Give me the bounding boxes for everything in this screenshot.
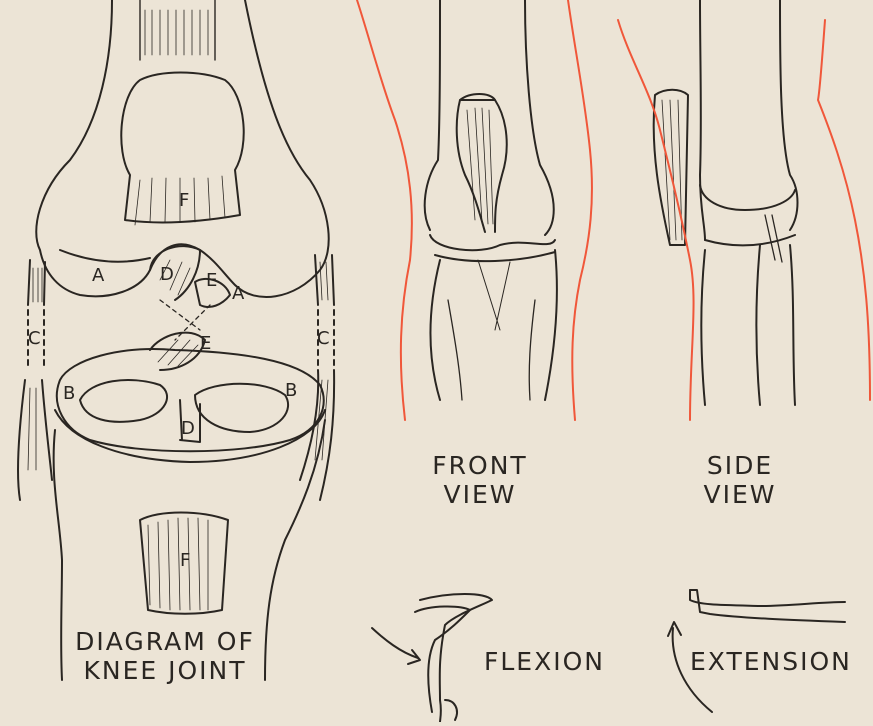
label-a-left: A xyxy=(92,265,104,286)
caption-diagram-line1: DIAGRAM OF xyxy=(40,628,290,657)
caption-front-line1: FRONT xyxy=(420,452,540,481)
caption-extension: EXTENSION xyxy=(690,648,852,677)
label-b-left: B xyxy=(63,383,75,404)
femur-quadriceps-tendon xyxy=(140,0,215,60)
label-f-bottom: F xyxy=(180,550,190,571)
caption-flexion: FLEXION xyxy=(484,648,605,677)
label-c-right: C xyxy=(317,328,330,349)
caption-side-line2: VIEW xyxy=(680,481,800,510)
caption-side-view: SIDE VIEW xyxy=(680,452,800,510)
side-view-knee xyxy=(654,0,798,405)
label-e-middle: E xyxy=(200,333,211,354)
label-d-bottom: D xyxy=(181,418,195,439)
caption-side-line1: SIDE xyxy=(680,452,800,481)
ligament-c-right xyxy=(300,255,334,500)
tibial-plateau-menisci xyxy=(55,349,325,462)
flexion-arrow xyxy=(372,628,420,664)
label-a-right: A xyxy=(232,283,244,304)
caption-diagram: DIAGRAM OF KNEE JOINT xyxy=(40,628,290,686)
label-e-top: E xyxy=(206,270,217,291)
label-b-right: B xyxy=(285,380,297,401)
label-f-top: F xyxy=(179,190,189,211)
flexion-leg xyxy=(415,594,492,722)
front-view-knee xyxy=(425,0,557,400)
caption-diagram-line2: KNEE JOINT xyxy=(40,657,290,686)
label-c-left: C xyxy=(28,328,41,349)
extension-leg xyxy=(690,590,845,622)
side-view-outline xyxy=(618,20,870,420)
label-d-top: D xyxy=(160,264,174,285)
ligament-c-left xyxy=(18,260,52,500)
caption-front-line2: VIEW xyxy=(420,481,540,510)
femur-outline xyxy=(36,0,328,297)
caption-front-view: FRONT VIEW xyxy=(420,452,540,510)
